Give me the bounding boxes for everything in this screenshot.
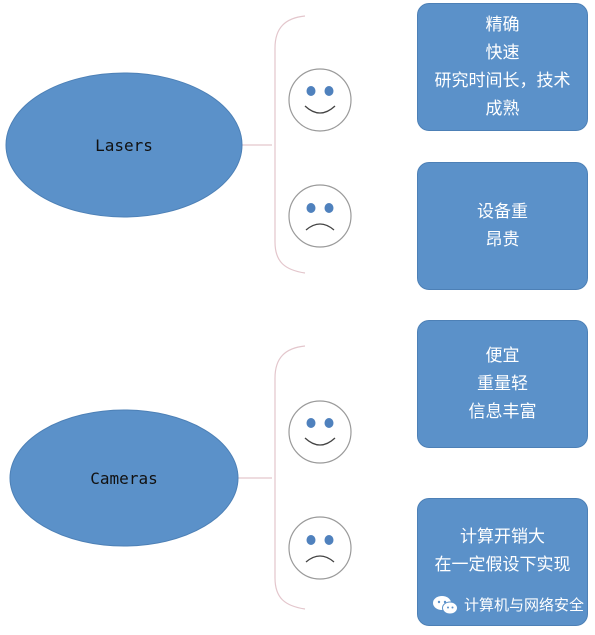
cameras-pro-item: 信息丰富 — [468, 402, 537, 422]
lasers-bracket — [274, 15, 306, 274]
cameras-label: Cameras — [90, 469, 158, 488]
cameras-pros-box: 便宜 重量轻 信息丰富 — [417, 320, 588, 448]
cameras-pro-item: 便宜 — [485, 346, 520, 366]
watermark: 计算机与网络安全 — [432, 594, 584, 615]
lasers-ellipse — [5, 72, 243, 218]
lasers-pro-item: 快速 — [485, 43, 520, 63]
cameras-cons-box: 计算开销大 在一定假设下实现 — [417, 498, 588, 626]
cameras-con-item: 在一定假设下实现 — [434, 555, 571, 575]
cameras-bracket — [274, 345, 306, 610]
sad-face-icon — [288, 516, 352, 580]
lasers-label: Lasers — [95, 136, 153, 155]
lasers-con-item: 昂贵 — [485, 230, 520, 250]
cameras-ellipse — [9, 409, 239, 547]
wechat-icon — [433, 595, 458, 614]
cameras-pro-item: 重量轻 — [477, 374, 528, 394]
lasers-cons-box: 设备重 昂贵 — [417, 162, 588, 290]
lasers-pros-box: 精确 快速 研究时间长，技术 成熟 — [417, 3, 588, 131]
lasers-pro-item: 精确 — [485, 15, 520, 35]
connector-lines — [238, 15, 306, 610]
lasers-pro-item: 研究时间长，技术 — [434, 71, 571, 91]
sad-face-icon — [288, 184, 352, 248]
lasers-pro-item: 成熟 — [485, 99, 520, 119]
watermark-text: 计算机与网络安全 — [464, 596, 585, 614]
happy-face-icon — [288, 400, 352, 464]
lasers-con-item: 设备重 — [477, 202, 528, 222]
cameras-con-item: 计算开销大 — [460, 527, 545, 547]
happy-face-icon — [288, 68, 352, 132]
